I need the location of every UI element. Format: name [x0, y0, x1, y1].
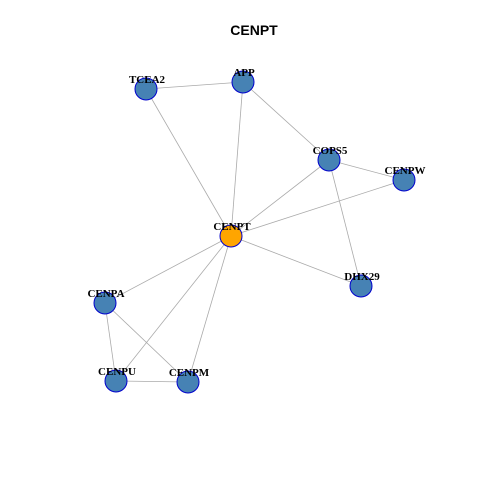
node-dhx29: DHX29 — [344, 271, 380, 298]
node-cenpa: CENPA — [87, 288, 125, 315]
edge-cenpw-cenpt — [230, 179, 405, 237]
node-cenpu: CENPU — [98, 366, 136, 393]
node-circle-cenpa — [93, 291, 117, 315]
edge-cenpu-cenpm — [115, 380, 189, 383]
edge-cenpa-cenpu — [104, 302, 117, 382]
node-circle-cenpw — [392, 168, 416, 192]
node-cops5: COPS5 — [313, 145, 348, 172]
node-circle-cenpm — [176, 370, 200, 394]
node-circle-cenpt — [219, 224, 243, 248]
node-label-cops5: COPS5 — [313, 145, 348, 157]
node-cenpw: CENPW — [385, 165, 426, 192]
node-tcea2: TCEA2 — [129, 74, 166, 101]
node-circle-cops5 — [317, 148, 341, 172]
edge-tcea2-cenpt — [145, 88, 232, 237]
node-circle-cenpu — [104, 369, 128, 393]
edge-app-cenpt — [230, 81, 244, 237]
node-label-cenpw: CENPW — [385, 165, 426, 177]
node-label-cenpa: CENPA — [87, 288, 124, 300]
node-label-dhx29: DHX29 — [344, 271, 380, 283]
edge-app-cops5 — [242, 81, 330, 161]
node-circle-tcea2 — [134, 77, 158, 101]
edge-cenpt-dhx29 — [230, 235, 362, 287]
node-circle-dhx29 — [349, 274, 373, 298]
node-label-cenpu: CENPU — [98, 366, 136, 378]
edge-cenpt-cenpa — [104, 235, 232, 304]
node-label-app: APP — [233, 67, 255, 79]
node-label-cenpt: CENPT — [213, 221, 251, 233]
edge-cops5-cenpt — [230, 159, 330, 237]
diagram-title: CENPT — [230, 22, 278, 38]
edge-cops5-dhx29 — [328, 159, 362, 287]
edges-layer — [104, 81, 405, 383]
node-circle-app — [231, 70, 255, 94]
node-app: APP — [231, 67, 255, 94]
edge-cenpt-cenpu — [115, 235, 232, 382]
node-label-cenpm: CENPM — [169, 367, 210, 379]
edge-tcea2-app — [145, 81, 244, 90]
node-cenpt: CENPT — [213, 221, 251, 248]
edge-cops5-cenpw — [328, 159, 405, 181]
node-cenpm: CENPM — [169, 367, 210, 394]
node-label-tcea2: TCEA2 — [129, 74, 166, 86]
edge-cenpa-cenpm — [104, 302, 189, 383]
edge-cenpt-cenpm — [187, 235, 232, 383]
